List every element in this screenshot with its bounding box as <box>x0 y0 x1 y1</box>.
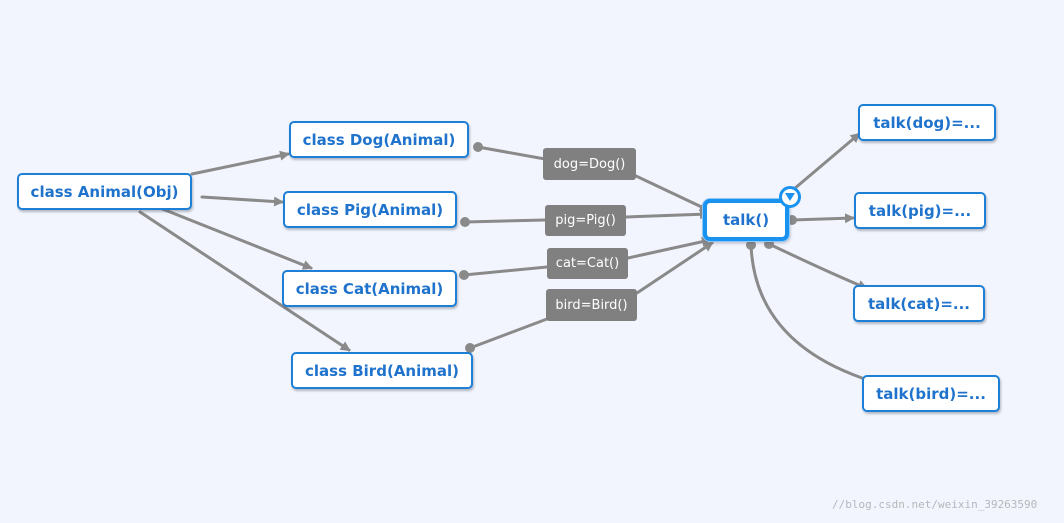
edge-label-bird: bird=Bird() <box>546 289 637 321</box>
connector-dot <box>473 142 483 152</box>
edge-talk-talkcat <box>767 242 868 290</box>
connector-dot <box>787 215 797 225</box>
collapse-toggle[interactable] <box>779 186 801 208</box>
node-class-animal[interactable]: class Animal(Obj) <box>17 173 192 210</box>
edge-dog-talk <box>476 145 708 210</box>
edge-label-cat: cat=Cat() <box>547 248 628 279</box>
connector-dot <box>746 240 756 250</box>
edge-animal-bird <box>138 210 351 352</box>
triangle-down-icon <box>785 193 795 201</box>
node-talk-pig[interactable]: talk(pig)=... <box>854 192 986 229</box>
node-class-pig[interactable]: class Pig(Animal) <box>283 191 457 228</box>
edge-cat-talk <box>462 240 710 277</box>
connector-dot <box>460 217 470 227</box>
edge-bird-talk <box>468 243 712 350</box>
node-talk-cat[interactable]: talk(cat)=... <box>853 285 985 322</box>
node-talk-bird[interactable]: talk(bird)=... <box>862 375 1000 412</box>
node-class-cat[interactable]: class Cat(Animal) <box>282 270 457 307</box>
edge-label-dog: dog=Dog() <box>543 148 636 180</box>
node-talk-dog[interactable]: talk(dog)=... <box>858 104 996 141</box>
edge-animal-dog <box>190 150 290 176</box>
edge-pig-talk <box>463 214 708 224</box>
edge-talk-talkbird <box>749 243 864 380</box>
node-class-dog[interactable]: class Dog(Animal) <box>289 121 469 158</box>
connector-dot <box>459 270 469 280</box>
edge-animal-pig <box>200 195 284 207</box>
edge-label-pig: pig=Pig() <box>545 205 626 236</box>
connector-dot <box>465 343 475 353</box>
edge-animal-cat <box>158 206 313 270</box>
watermark-text: //blog.csdn.net/weixin_39263590 <box>832 498 1038 511</box>
node-class-bird[interactable]: class Bird(Animal) <box>291 352 473 389</box>
edge-talk-talkpig <box>790 213 855 224</box>
connector-dot <box>764 239 774 249</box>
node-talk-method[interactable]: talk() <box>703 199 789 241</box>
